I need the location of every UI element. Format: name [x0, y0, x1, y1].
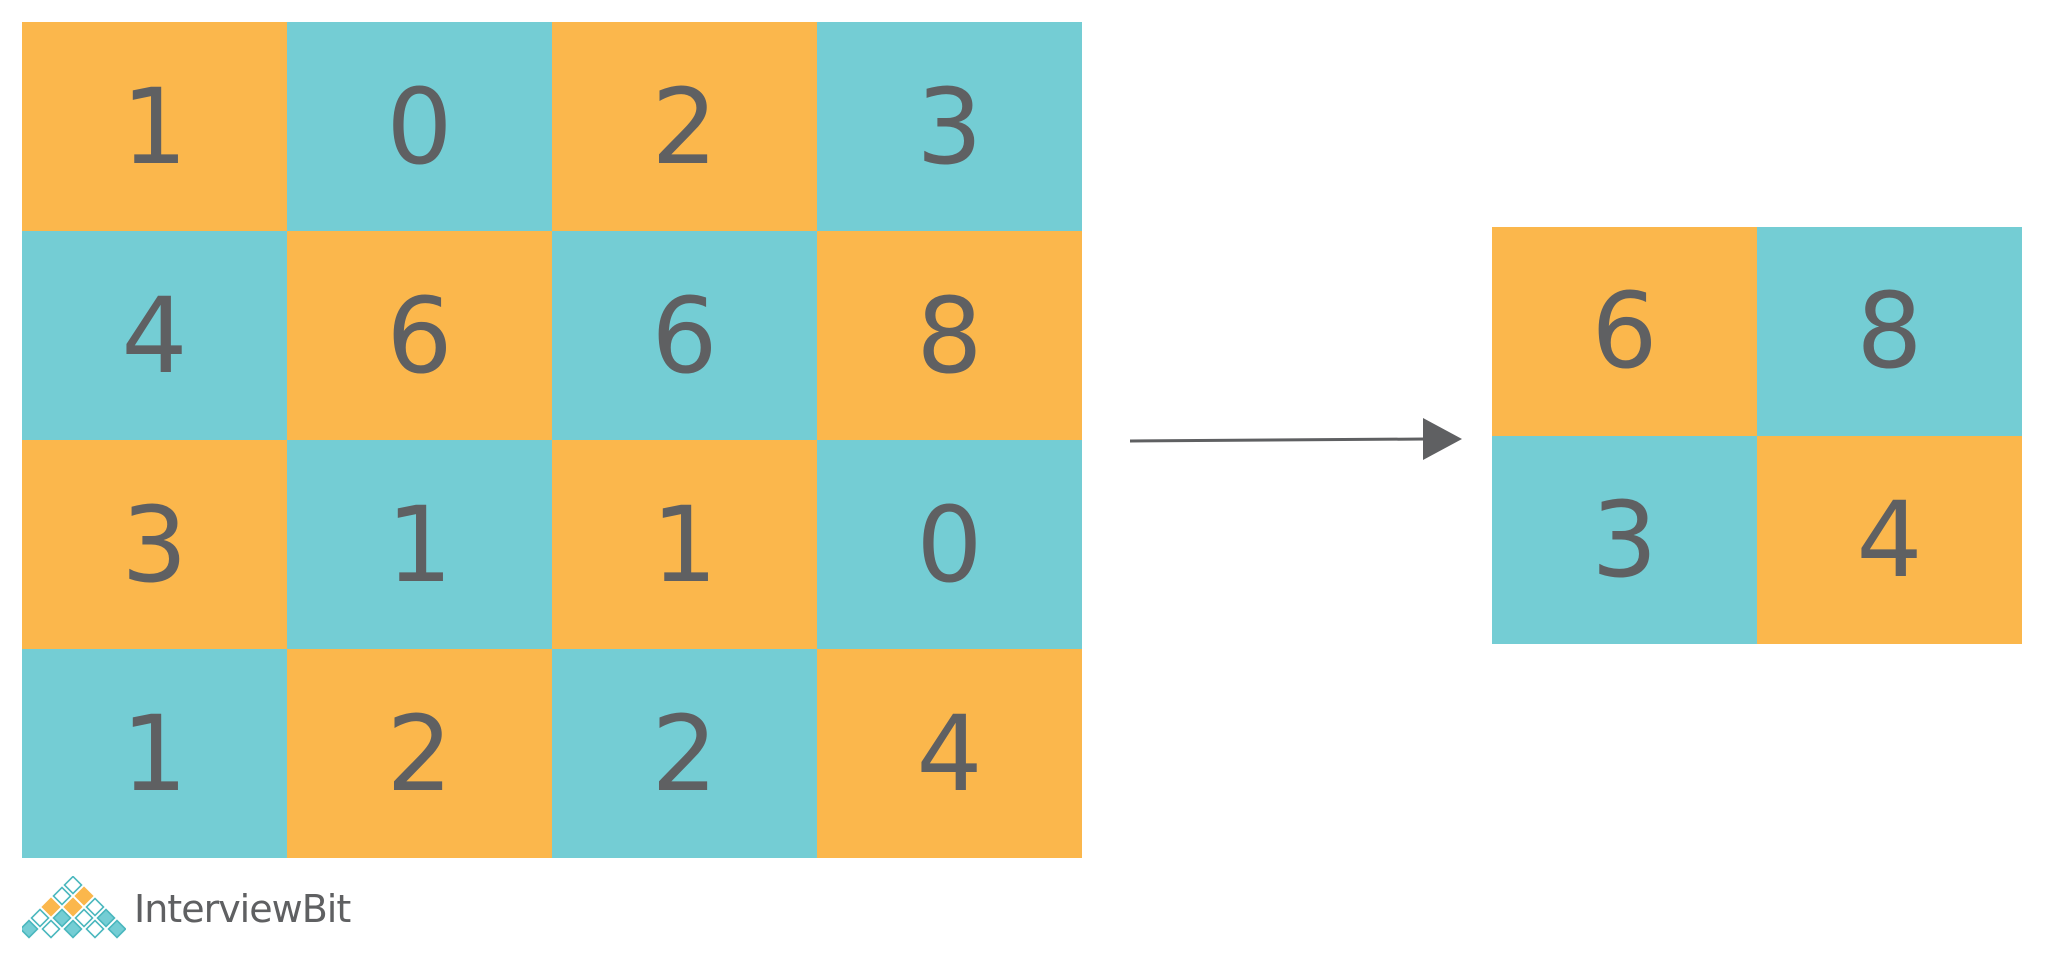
input-cell: 3 [817, 22, 1082, 231]
input-cell: 1 [552, 440, 817, 649]
output-cell: 3 [1492, 435, 1757, 644]
input-cell: 2 [552, 22, 817, 231]
input-cell: 1 [22, 649, 287, 858]
interviewbit-logo-icon [22, 876, 126, 939]
output-cell: 4 [1757, 435, 2022, 644]
input-cell: 4 [22, 231, 287, 440]
logo-wordmark: InterviewBit [134, 887, 351, 931]
input-cell: 4 [817, 649, 1082, 858]
interviewbit-logo: InterviewBit [22, 876, 351, 942]
input-cell: 2 [287, 649, 552, 858]
input-cell: 2 [552, 649, 817, 858]
arrow-shaft [1129, 437, 1426, 443]
input-cell: 0 [287, 22, 552, 231]
input-cell: 1 [287, 440, 552, 649]
input-cell: 8 [817, 231, 1082, 440]
input-cell: 6 [552, 231, 817, 440]
input-cell: 1 [22, 22, 287, 231]
output-cell: 8 [1757, 227, 2022, 436]
input-cell: 0 [817, 440, 1082, 649]
right-arrow-icon [1129, 418, 1462, 460]
output-cell: 6 [1492, 227, 1757, 436]
input-cell: 3 [22, 440, 287, 649]
input-cell: 6 [287, 231, 552, 440]
arrow-head [1423, 418, 1462, 460]
